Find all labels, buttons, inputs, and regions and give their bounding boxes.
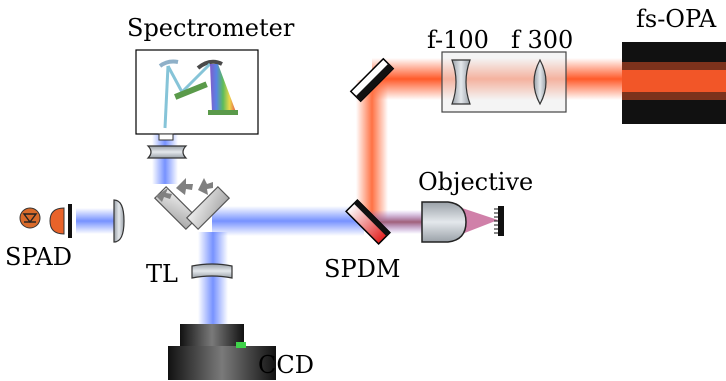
label-spdm: SPDM: [324, 255, 400, 283]
signal-beam-horizontal: [212, 206, 364, 236]
telescope-box: [441, 51, 567, 113]
sample: [494, 206, 504, 236]
lens-f100: [451, 59, 471, 105]
lens-f300: [533, 58, 547, 106]
spectrometer-beam: [152, 134, 178, 184]
objective: [421, 201, 467, 243]
spad-beam: [76, 208, 120, 234]
ccd-beam: [198, 232, 228, 328]
label-tl: TL: [146, 260, 178, 288]
spad-detector: [19, 204, 72, 238]
label-f100: f-100: [427, 26, 489, 54]
beamsplitter-right: [185, 185, 231, 231]
focus-beam: [462, 208, 498, 234]
label-fs-opa: fs-OPA: [636, 5, 717, 33]
ccd-camera: [168, 324, 276, 380]
label-spad: SPAD: [5, 243, 72, 271]
spectrometer-lens: [146, 145, 188, 159]
spad-lens: [113, 199, 125, 243]
top-mirror: [349, 57, 395, 103]
label-ccd: CCD: [258, 351, 314, 379]
flip-arrows-icon: [156, 178, 213, 202]
spectrometer: [135, 49, 259, 141]
label-objective: Objective: [418, 168, 533, 196]
spdm-mirror: [345, 199, 391, 245]
pump-beam-vertical: [356, 80, 388, 220]
fs-opa-laser: [622, 42, 726, 124]
tube-lens: [191, 263, 233, 279]
label-f300: f 300: [511, 26, 573, 54]
label-spectrometer: Spectrometer: [127, 14, 295, 42]
